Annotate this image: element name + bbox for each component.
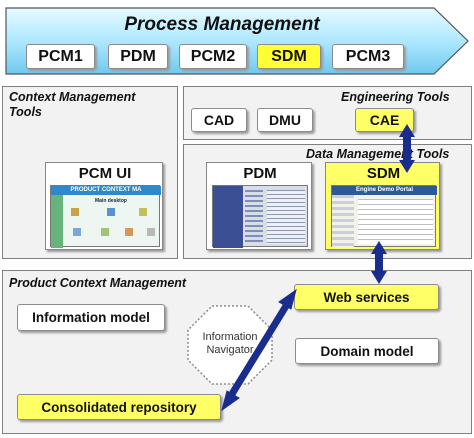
arrow-cae-sdm: [399, 124, 415, 173]
arrow-webservices-repository: [222, 290, 296, 410]
arrow-sdm-webservices: [371, 241, 387, 284]
